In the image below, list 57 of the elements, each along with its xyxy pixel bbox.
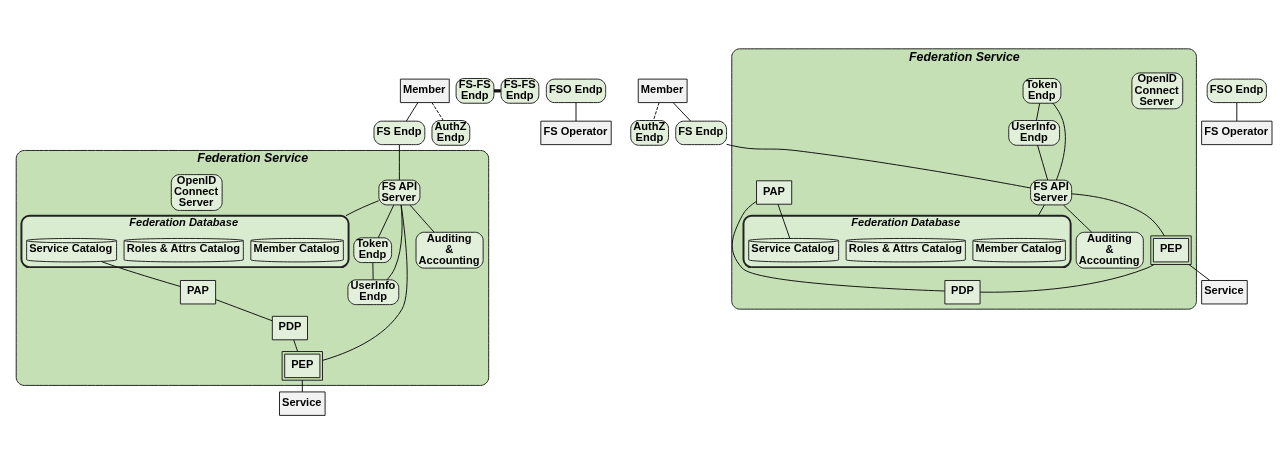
- node-box: PDP: [944, 280, 981, 305]
- connector: [301, 379, 303, 393]
- node-box: PDP: [271, 315, 308, 341]
- connector: [398, 144, 400, 181]
- connector: [979, 264, 1155, 293]
- node-box: OpenID Connect Server: [170, 174, 223, 211]
- connector: [1052, 102, 1066, 181]
- connector: [1037, 144, 1049, 181]
- node-box: Service: [1201, 280, 1248, 305]
- connector: [1063, 204, 1093, 233]
- connector: [322, 204, 408, 361]
- node-box: FS Endp: [373, 120, 426, 146]
- node-box: Member: [637, 78, 688, 104]
- connector: [372, 262, 374, 281]
- connector: [293, 339, 299, 352]
- connector: [377, 204, 395, 239]
- node-box: FS API Server: [1030, 179, 1073, 206]
- node-box: Service: [279, 391, 326, 416]
- connector: [409, 204, 435, 233]
- connector: [1035, 102, 1041, 121]
- node-box: Auditing & Accounting: [415, 231, 484, 269]
- node-box: FS Endp: [675, 120, 728, 146]
- connector: [575, 102, 577, 122]
- node-box: FS Operator: [1201, 120, 1273, 146]
- connector: [345, 200, 380, 217]
- node-box: Auditing & Accounting: [1075, 231, 1144, 269]
- connector: [777, 203, 791, 239]
- node-box: FS API Server: [378, 179, 421, 206]
- node-box: AuthZ Endp: [630, 120, 670, 146]
- connector: [431, 102, 444, 121]
- connector: [672, 102, 692, 122]
- node-box: AuthZ Endp: [431, 120, 471, 146]
- node-box: PAP: [179, 280, 217, 305]
- node-box: UserInfo Endp: [1008, 120, 1061, 146]
- node-box: FSO Endp: [545, 78, 607, 104]
- connector: [1188, 264, 1211, 281]
- connector: [653, 102, 660, 121]
- connector: [493, 89, 501, 93]
- node-box: Member: [399, 78, 450, 104]
- connector: [101, 261, 181, 287]
- connector: [386, 204, 403, 281]
- node-box: FS-FS Endp: [455, 78, 495, 104]
- node-box: Token Endp: [353, 237, 393, 264]
- connector: [1037, 204, 1045, 217]
- connector: [726, 143, 1031, 189]
- node-box: OpenID Connect Server: [1131, 72, 1184, 110]
- node-box: FS Operator: [540, 120, 612, 146]
- connector: [405, 102, 419, 122]
- connector: [1071, 193, 1165, 237]
- node-box: UserInfo Endp: [347, 279, 400, 306]
- connector: [1236, 102, 1238, 122]
- node-box: FS-FS Endp: [500, 78, 540, 104]
- connector: [215, 299, 273, 322]
- connector: [731, 200, 946, 292]
- node-box: FSO Endp: [1206, 78, 1267, 104]
- node-box: Token Endp: [1022, 78, 1062, 104]
- node-box: PAP: [756, 180, 793, 205]
